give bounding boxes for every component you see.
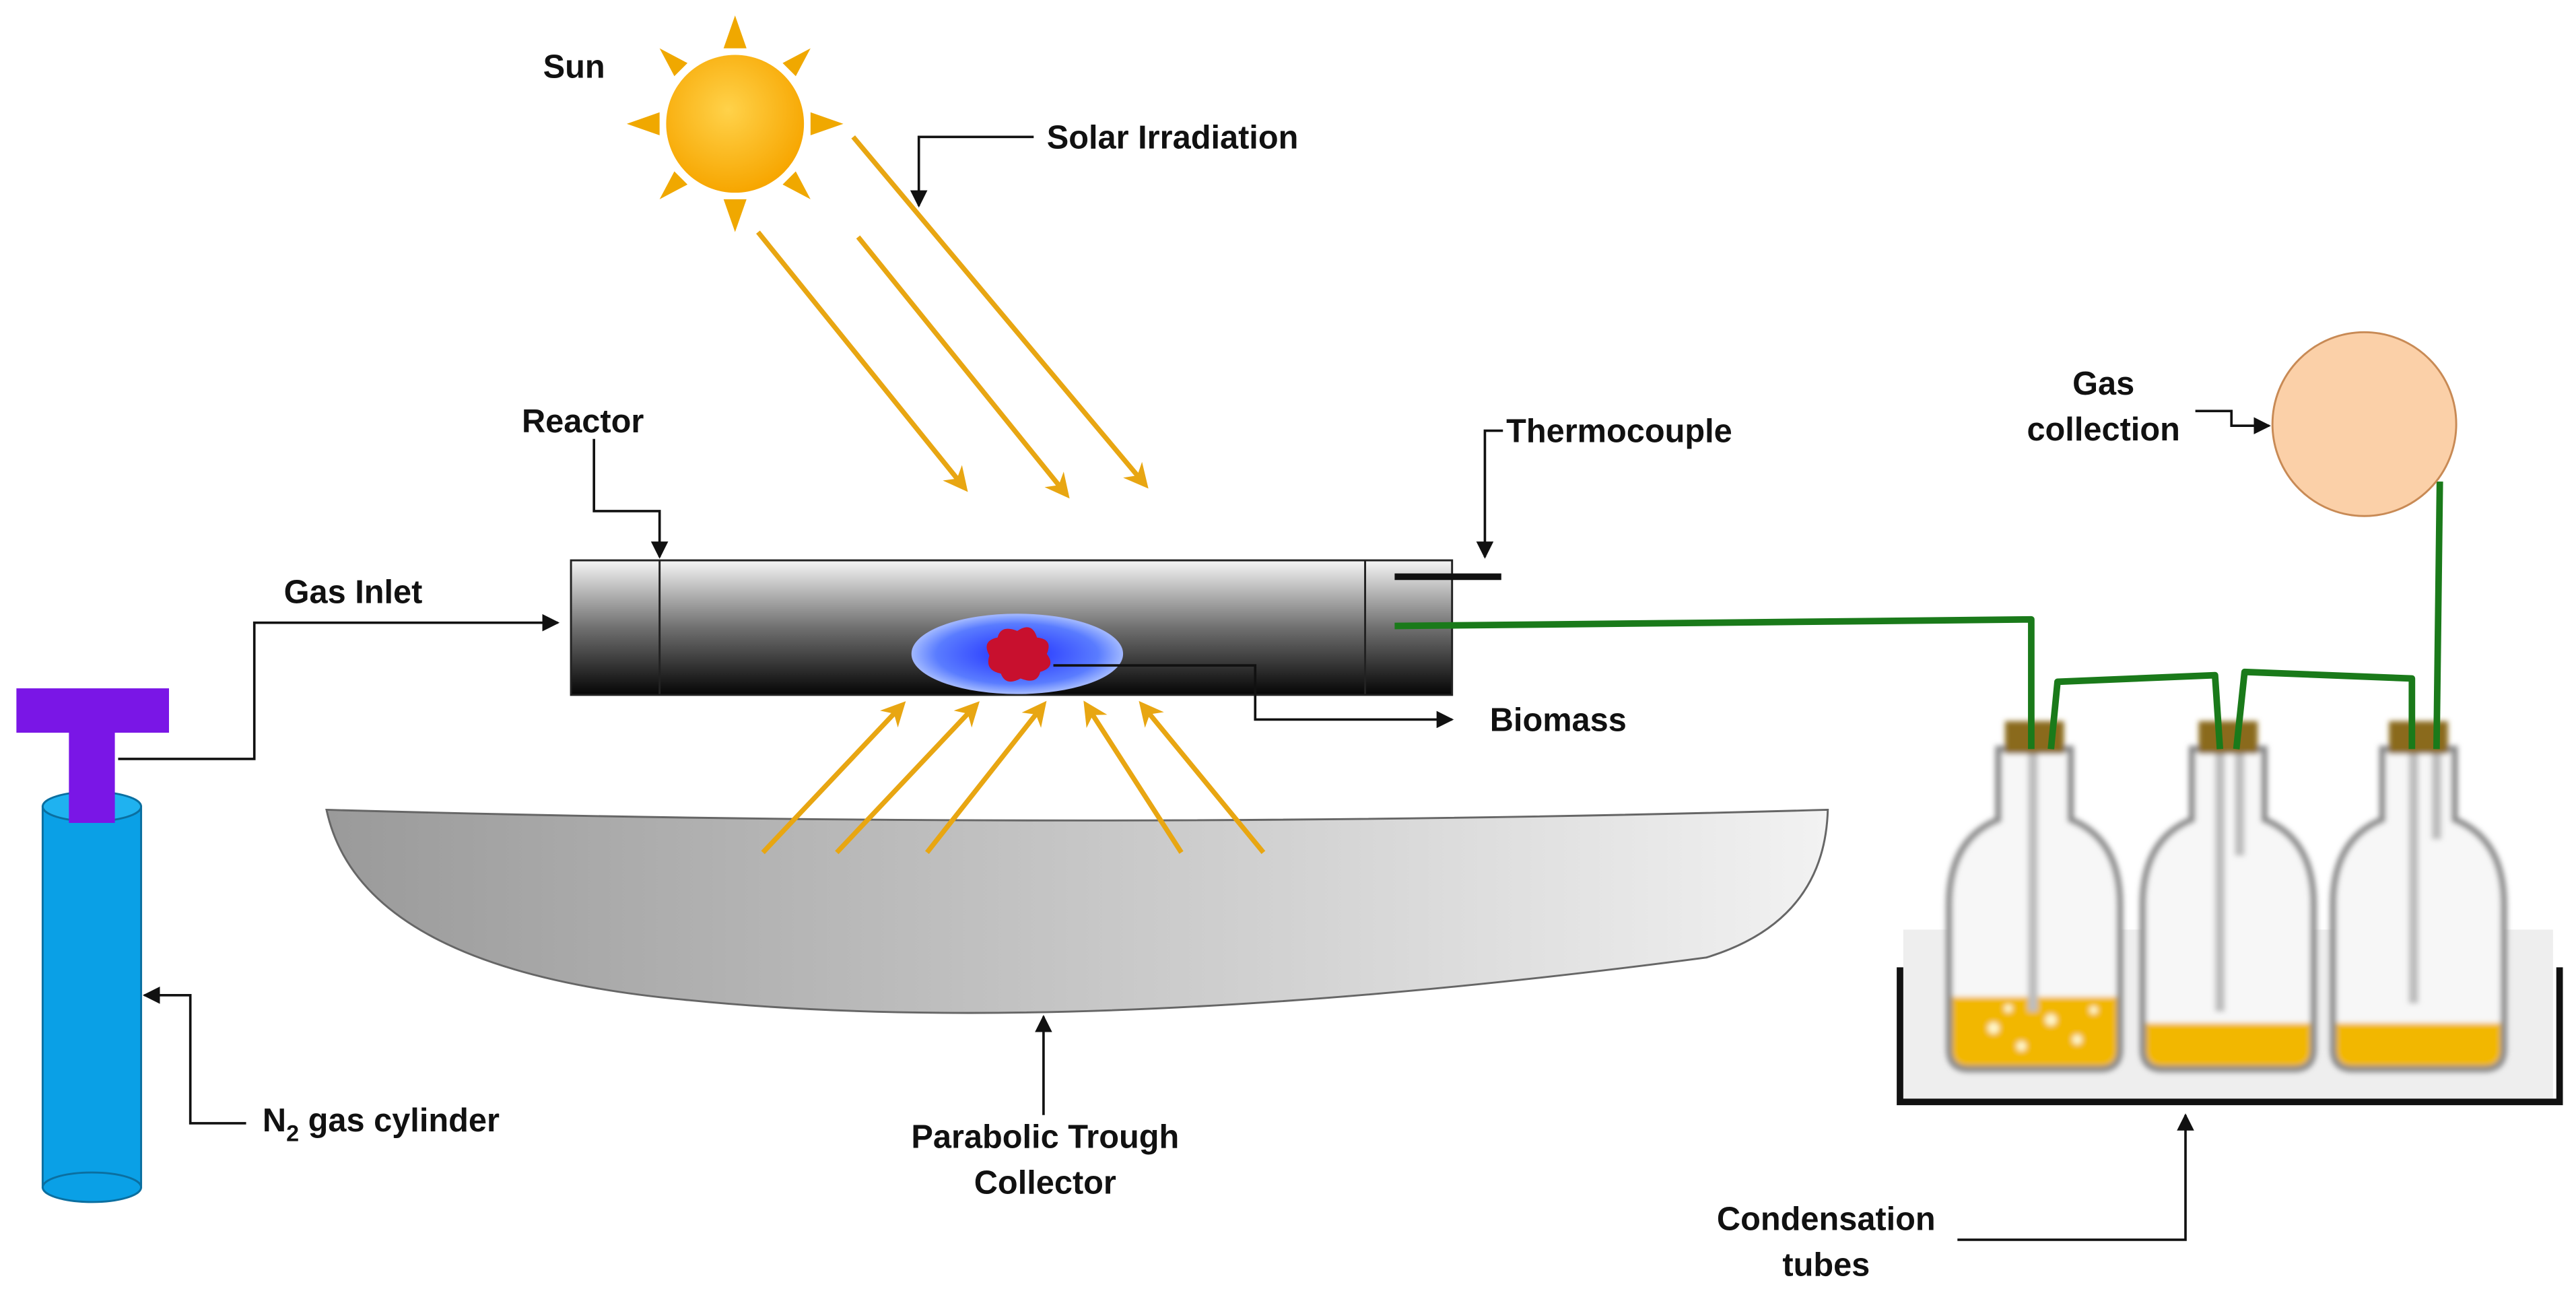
tube-reactor-to-bottle1	[1394, 616, 2035, 750]
sun-icon	[626, 15, 844, 232]
reactor-label: Reactor	[522, 403, 644, 440]
solar-rays	[756, 135, 1149, 499]
n2-cylinder-pointer	[142, 987, 246, 1125]
tube-bottle1-to-bottle2	[2047, 671, 2224, 750]
condensation-label-line2: tubes	[1782, 1247, 1870, 1284]
bottle-3	[2330, 721, 2507, 1073]
valve-icon	[16, 688, 170, 823]
biomass-icon	[986, 627, 1051, 682]
collector-label-line2: Collector	[974, 1165, 1116, 1201]
condensation-label-line1: Condensation	[1717, 1201, 1936, 1237]
collector-label-line1: Parabolic Trough	[911, 1119, 1179, 1155]
gas-tubing	[1394, 482, 2443, 750]
sun-rays	[626, 15, 844, 232]
cylinder-bottom	[41, 1171, 143, 1203]
solar-irradiation-pointer	[910, 135, 1034, 208]
condensation-pointer	[1957, 1113, 2194, 1241]
reflected-rays	[761, 700, 1266, 855]
cylinder-body	[41, 805, 143, 1189]
thermocouple-pointer	[1476, 429, 1503, 559]
solar-irradiation-label: Solar Irradiation	[1047, 119, 1299, 156]
bottle-2	[2139, 721, 2317, 1073]
n2-subscript: 2	[286, 1121, 299, 1147]
gas-collection-pointer	[2195, 409, 2271, 435]
bottle-1	[1946, 721, 2124, 1073]
sun-disc	[666, 55, 805, 193]
condensation-bottles	[1946, 721, 2507, 1073]
bath-container	[1897, 967, 2563, 1106]
sun-label: Sun	[543, 49, 605, 86]
parabolic-trough-collector	[325, 808, 1829, 1014]
reactor-pointer	[592, 438, 669, 559]
gas-collection-bag	[2271, 331, 2458, 517]
reactor	[570, 559, 1454, 696]
gas-inlet-label: Gas Inlet	[284, 574, 423, 610]
thermocouple-label: Thermocouple	[1506, 413, 1732, 450]
biomass-pointer	[1053, 664, 1454, 729]
tube-bottle2-to-bottle3	[2233, 668, 2416, 750]
gas-collection-label-line1: Gas	[2072, 366, 2134, 402]
n2-gas-cylinder	[16, 688, 170, 1203]
n2-cylinder-label: N2 gas cylinder	[263, 1102, 500, 1147]
gas-inlet-pointer	[118, 614, 560, 760]
tube-bottle3-to-gas-bag	[2433, 482, 2443, 750]
gas-collection-label-line2: collection	[2027, 411, 2179, 448]
biomass-label: Biomass	[1490, 702, 1627, 739]
